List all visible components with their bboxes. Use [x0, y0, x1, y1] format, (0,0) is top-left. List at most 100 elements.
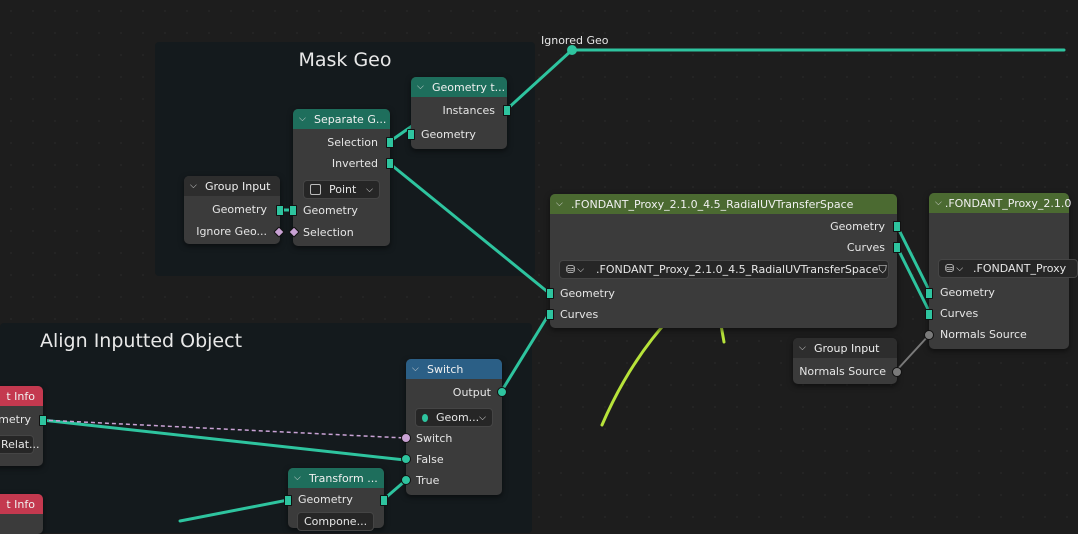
chevron-down-icon[interactable]: ⌵ — [294, 473, 301, 483]
node-switch[interactable]: ⌵Switch Output Geom... ⌵ Switch False Tr… — [401, 359, 507, 495]
node-title: t Info — [6, 389, 35, 403]
socket-input-geometry[interactable] — [289, 205, 297, 216]
socket-output-instances[interactable] — [503, 105, 511, 116]
socket-input-geometry[interactable] — [284, 495, 292, 506]
socket-input-true[interactable] — [401, 475, 411, 485]
node-title: Group Input — [814, 341, 880, 355]
fake-user-shield-icon[interactable]: ⛉ — [878, 262, 887, 276]
socket-input-normals-source[interactable] — [924, 330, 934, 340]
socket-output-geometry[interactable] — [39, 415, 47, 426]
transform-mode-dropdown[interactable]: Compone... — [297, 512, 374, 531]
node-fondant-proxy-right[interactable]: ⌵.FONDANT_Proxy_2.1.0 ⛁ ⌵ .FONDANT_Proxy… — [924, 193, 1078, 349]
node-title: t Info — [6, 497, 35, 511]
socket-output-geometry[interactable] — [893, 221, 901, 232]
link-object-info-to-false — [40, 418, 407, 462]
link-offscreen-to-transform — [178, 498, 290, 523]
link-fondant-curves-out — [895, 245, 932, 315]
point-domain-icon — [310, 184, 321, 195]
node-header[interactable]: ⌵.FONDANT_Proxy_2.1.0 — [929, 193, 1072, 213]
node-object-info-2[interactable]: t Info — [0, 494, 43, 534]
socket-output-selection[interactable] — [386, 137, 394, 148]
chevron-down-icon[interactable]: ⌵ — [556, 199, 563, 209]
chevron-down-icon[interactable]: ⌵ — [799, 343, 806, 353]
node-header[interactable]: ⌵Transform ... — [288, 468, 384, 488]
node-header[interactable]: t Info — [0, 386, 43, 406]
transform-space-toggle[interactable]: Relat... — [0, 435, 40, 454]
output-label: Output — [452, 386, 491, 399]
chevron-down-icon: ⌵ — [366, 184, 373, 195]
chevron-down-icon[interactable]: ⌵ — [417, 82, 424, 92]
output-geometry-label: Geometry — [830, 220, 885, 233]
node-header[interactable]: ⌵ Group Input — [793, 338, 897, 358]
socket-output[interactable] — [497, 387, 507, 397]
node-group-input-normals[interactable]: ⌵ Group Input Normals Source — [793, 338, 902, 384]
input-curves-label: Curves — [560, 308, 599, 321]
socket-input-geometry[interactable] — [925, 288, 933, 299]
node-title: Geometry t... — [432, 80, 506, 94]
output-geometry-label: Geometry — [212, 203, 267, 216]
switch-type-dropdown[interactable]: Geom... ⌵ — [415, 408, 493, 427]
domain-value: Point — [329, 183, 357, 196]
socket-output-normals-source[interactable] — [892, 367, 902, 377]
node-header[interactable]: ⌵Separate G... — [293, 109, 390, 129]
node-title: Group Input — [205, 179, 271, 193]
chevron-down-icon[interactable]: ⌵ — [299, 114, 306, 124]
node-fondant-radial-uv-transfer[interactable]: ⌵ .FONDANT_Proxy_2.1.0_4.5_RadialUVTransf… — [546, 194, 901, 328]
node-group-selector[interactable]: ⛁ ⌵ .FONDANT_Proxy_2.1.0_4.5_RadialUVTra… — [559, 260, 889, 279]
node-transform-geometry[interactable]: ⌵Transform ... Geometry Compone... — [284, 468, 388, 531]
link-ignored-geo — [503, 48, 1066, 113]
socket-output-inverted[interactable] — [386, 158, 394, 169]
link-inverted-to-fondant — [387, 161, 551, 295]
input-switch-label: Switch — [416, 432, 453, 445]
node-group-selector[interactable]: ⛁ ⌵ .FONDANT_Proxy — [938, 259, 1078, 278]
chevron-down-icon: ⌵ — [479, 412, 486, 423]
node-header[interactable]: ⌵Switch — [406, 359, 502, 379]
node-group-name: .FONDANT_Proxy_2.1.0_4.5_RadialUVTransfe… — [596, 263, 879, 276]
link-object-info-to-switch — [41, 419, 406, 439]
socket-output-curves[interactable] — [893, 242, 901, 253]
socket-output-geometry[interactable] — [380, 495, 388, 506]
output-normals-source-label: Normals Source — [799, 365, 886, 378]
geometry-type-icon — [422, 413, 428, 422]
node-tree-icon: ⛁ — [945, 262, 955, 275]
node-title: .FONDANT_Proxy_2.1.0 — [944, 196, 1072, 210]
output-curves-label: Curves — [846, 241, 885, 254]
node-group-input-mask[interactable]: ⌵Group Input Geometry Ignore Geo... — [184, 176, 285, 244]
reroute-label: Ignored Geo — [541, 34, 609, 47]
socket-input-geometry[interactable] — [546, 288, 554, 299]
node-header[interactable]: ⌵ Geometry t... — [411, 77, 507, 97]
input-normals-source-label: Normals Source — [940, 328, 1027, 341]
node-header[interactable]: ⌵ Group Input — [184, 176, 280, 196]
input-geometry-label: Geometry — [560, 287, 615, 300]
node-header[interactable]: t Info — [0, 494, 43, 514]
output-selection-label: Selection — [327, 136, 378, 149]
frame-title: Align Inputted Object — [40, 330, 243, 352]
socket-input-switch[interactable] — [401, 433, 411, 443]
chevron-down-icon[interactable]: ⌵ — [935, 198, 942, 208]
input-curves-label: Curves — [940, 307, 979, 320]
input-geometry-label: Geometry — [298, 493, 353, 506]
socket-input-curves[interactable] — [925, 309, 933, 320]
socket-output-geometry[interactable] — [276, 205, 284, 216]
socket-input-false[interactable] — [401, 454, 411, 464]
socket-input-geometry[interactable] — [407, 129, 415, 140]
link-switch-to-fondant-curves — [499, 312, 551, 394]
node-header[interactable]: ⌵ .FONDANT_Proxy_2.1.0_4.5_RadialUVTransf… — [550, 194, 897, 214]
node-title: .FONDANT_Proxy_2.1.0_4.5_RadialUVTransfe… — [571, 197, 854, 211]
input-geometry-label: Geometry — [421, 128, 476, 141]
chevron-down-icon[interactable]: ⌵ — [412, 364, 419, 374]
transform-mode-value: Compone... — [304, 515, 368, 528]
socket-input-curves[interactable] — [546, 309, 554, 320]
chevron-down-icon: ⌵ — [956, 263, 964, 274]
input-selection-label: Selection — [303, 226, 354, 239]
node-links — [40, 45, 1066, 523]
link-fondant-geometry-out — [895, 224, 932, 294]
node-geometry-to-instance[interactable]: ⌵ Geometry t... Instances Geometry — [407, 77, 511, 149]
output-geometry-label: eometry — [0, 413, 31, 426]
node-object-info-1[interactable]: t Info eometry Relat... — [0, 386, 47, 466]
domain-dropdown[interactable]: Point ⌵ — [303, 180, 380, 199]
output-instances-label: Instances — [442, 104, 495, 117]
chevron-down-icon[interactable]: ⌵ — [190, 181, 197, 191]
node-separate-geometry[interactable]: ⌵Separate G... Selection Inverted Point … — [288, 109, 394, 246]
